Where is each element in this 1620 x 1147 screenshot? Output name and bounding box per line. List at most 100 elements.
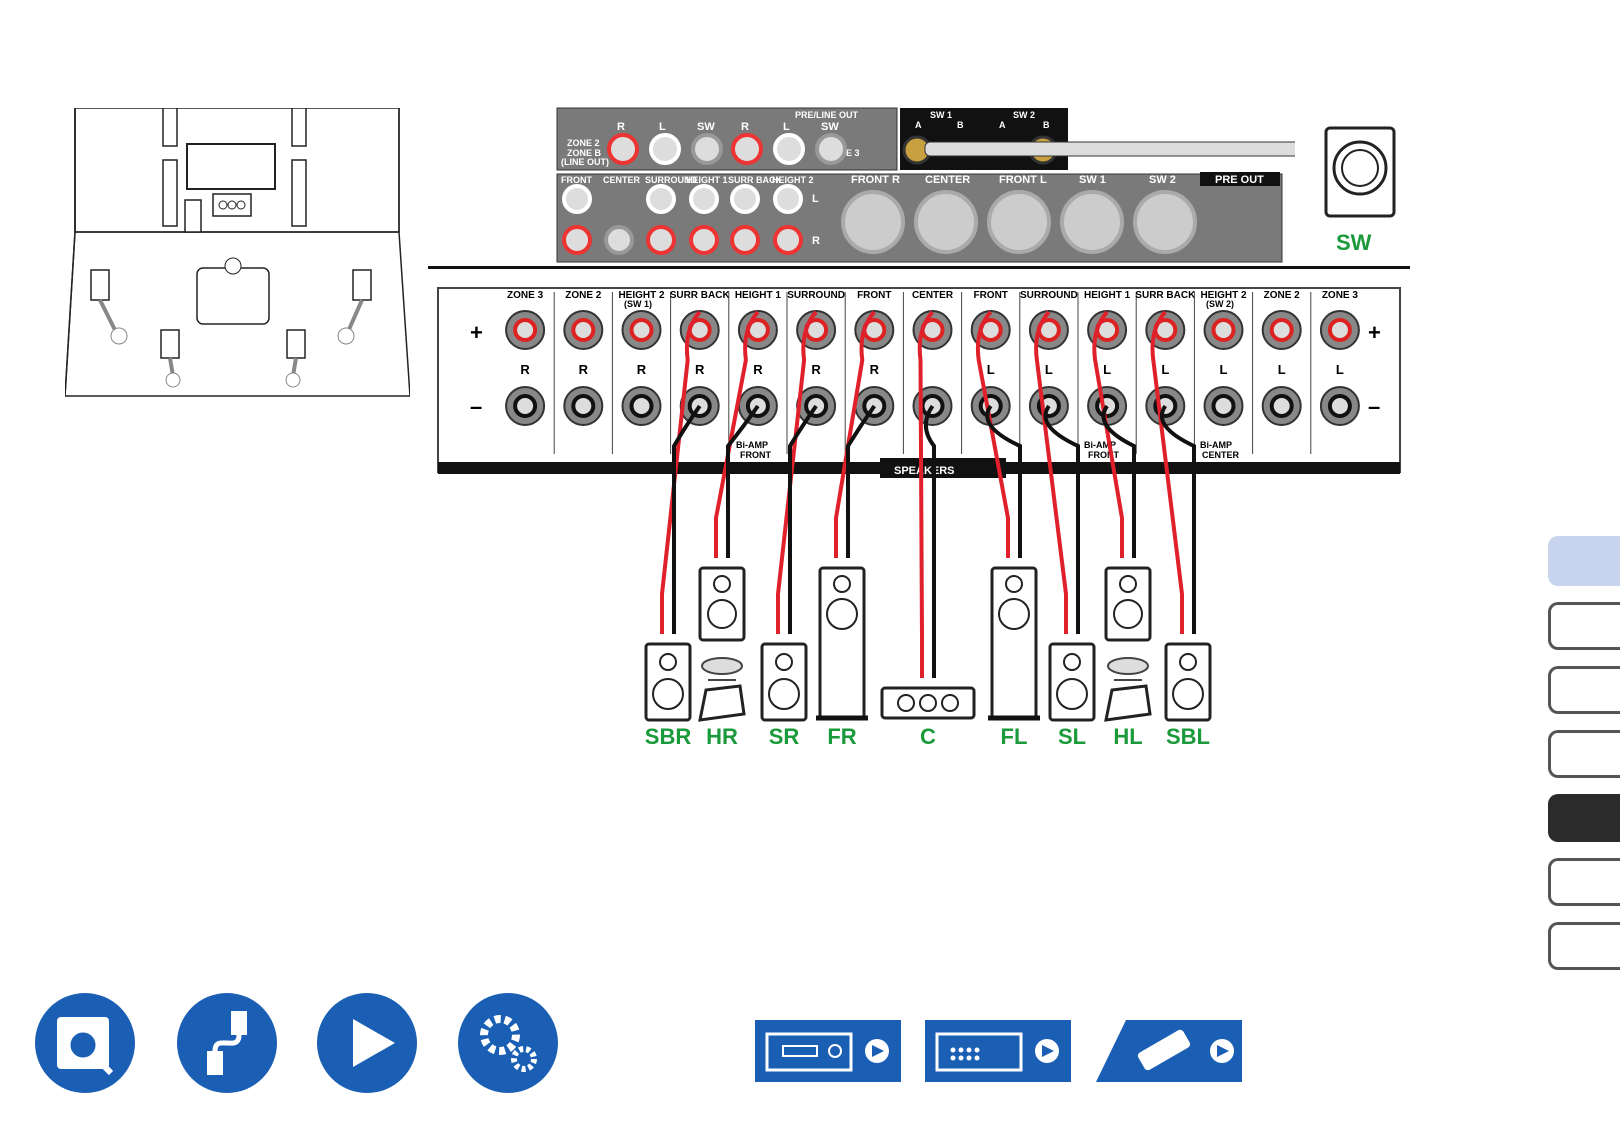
biamp-front-l: Bi-AMP (1084, 440, 1116, 450)
cable-icon (207, 1011, 247, 1075)
positive-wire (1092, 310, 1124, 558)
speaker-label: C (920, 724, 936, 749)
xlr-front-r: FRONT R (851, 174, 900, 186)
speakers-label: SPEAKERS (894, 465, 955, 477)
height-speaker-icon (1104, 566, 1152, 642)
negative-wire (1101, 404, 1136, 558)
biamp-front-r: Bi-AMP (736, 440, 768, 450)
receiver-front-button[interactable] (755, 1020, 901, 1082)
channel-mark: L (1336, 362, 1344, 377)
zone-l1: L (659, 121, 666, 133)
bookshelf-speaker-icon (644, 642, 692, 722)
bookshelf-speaker-icon (1164, 642, 1212, 722)
channel-mark: L (1278, 362, 1286, 377)
xlr-center: CENTER (925, 174, 970, 186)
biamp-center-sub: CENTER (1202, 450, 1240, 460)
pre-height2: HEIGHT 2 (772, 175, 814, 185)
side-tab[interactable] (1548, 922, 1620, 970)
sw2-b: B (1043, 120, 1050, 130)
side-tab[interactable] (1548, 730, 1620, 778)
speaker-label: SBR (645, 724, 692, 749)
terminal-header: ZONE 3 (507, 290, 544, 301)
terminal-header: HEIGHT 1 (735, 290, 782, 301)
pre-out-panel: ZONE 2 ZONE B (LINE OUT) PRE/LINE OUT ZO… (556, 107, 1295, 263)
zone2-text: ZONE 2 (567, 138, 600, 148)
speaker-label: FR (827, 724, 856, 749)
terminal-header: SURROUND (1020, 290, 1078, 301)
pre-line-out-label: PRE/LINE OUT (795, 110, 859, 120)
terminal-header: HEIGHT 2 (618, 290, 665, 301)
bookshelf-speaker-icon (1048, 642, 1096, 722)
height-speaker-icon (698, 566, 746, 642)
terminal-header: ZONE 2 (565, 290, 602, 301)
biamp-front-l-sub: FRONT (1088, 450, 1119, 460)
zone-out-jacks (607, 133, 847, 165)
positive-wire (917, 310, 935, 678)
settings-icon-button[interactable] (458, 993, 558, 1093)
sw-label: SW (1336, 230, 1372, 255)
terminal-header: CENTER (912, 290, 954, 301)
play-icon (353, 1019, 395, 1067)
pre-r: R (812, 235, 820, 247)
terminal-header: FRONT (857, 290, 891, 301)
channel-mark: R (520, 362, 530, 377)
plus-left: + (470, 320, 483, 345)
terminal-header: SURR BACK (1135, 290, 1196, 301)
side-tab[interactable] (1548, 666, 1620, 714)
xlr-connectors (841, 190, 1197, 254)
xlr-front-l: FRONT L (999, 174, 1047, 186)
side-tab[interactable] (1548, 794, 1620, 842)
room-layout-illustration (65, 108, 410, 397)
channel-mark: R (753, 362, 763, 377)
side-tab[interactable] (1548, 536, 1620, 586)
tower-speaker-icon (818, 566, 866, 720)
sw1-a: A (915, 120, 922, 130)
subheader-sw1: (SW 1) (624, 299, 652, 309)
play-icon-button[interactable] (317, 993, 417, 1093)
speaker-label: SR (769, 724, 800, 749)
xlr-sw1: SW 1 (1079, 174, 1106, 186)
remote-icon (1137, 1029, 1234, 1071)
settings-icon (480, 1015, 537, 1072)
speaker-label: HL (1113, 724, 1142, 749)
sw2-header: SW 2 (1013, 110, 1035, 120)
channel-mark: L (1103, 362, 1111, 377)
speaker-label: SBL (1166, 724, 1210, 749)
receiver-front-icon (765, 1032, 889, 1072)
negative-wire (1043, 404, 1080, 634)
side-tab[interactable] (1548, 602, 1620, 650)
manual-icon-button[interactable] (35, 993, 135, 1093)
channel-mark: R (579, 362, 589, 377)
minus-right: – (1368, 394, 1380, 419)
channel-mark: R (870, 362, 880, 377)
pre-height1: HEIGHT 1 (686, 175, 728, 185)
cable-icon-button[interactable] (177, 993, 277, 1093)
channel-mark: L (1220, 362, 1228, 377)
sw1-b: B (957, 120, 964, 130)
zone-l2: L (783, 121, 790, 133)
pre-out-label: PRE OUT (1215, 174, 1264, 186)
positive-wire (714, 310, 760, 558)
subwoofer-icon (1324, 126, 1396, 218)
negative-wire (1159, 404, 1196, 634)
tower-speaker-icon (990, 566, 1038, 720)
channel-mark: R (811, 362, 821, 377)
side-tab[interactable] (1548, 858, 1620, 906)
manual-icon (57, 1017, 114, 1076)
minus-left: – (470, 394, 482, 419)
subheader-sw2: (SW 2) (1206, 299, 1234, 309)
speaker-label: SL (1058, 724, 1086, 749)
zone-sw2: SW (821, 121, 839, 133)
pre-front: FRONT (561, 175, 592, 185)
receiver-rear-button[interactable] (925, 1020, 1071, 1082)
terminal-header: HEIGHT 2 (1200, 290, 1247, 301)
channel-mark: L (1045, 362, 1053, 377)
zoneb-text: ZONE B (567, 148, 602, 158)
terminal-header: FRONT (973, 290, 1007, 301)
negative-wire (985, 404, 1022, 558)
positive-wire (1150, 310, 1184, 634)
terminal-header: HEIGHT 1 (1084, 290, 1131, 301)
terminal-header: ZONE 3 (1322, 290, 1359, 301)
zone-sw1: SW (697, 121, 715, 133)
